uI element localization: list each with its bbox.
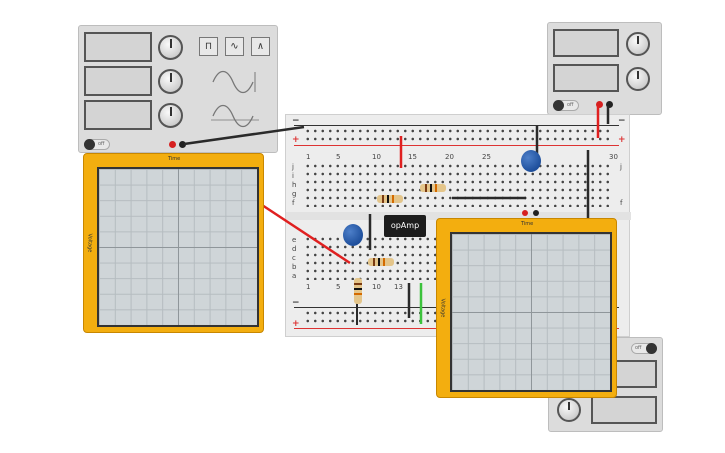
power-supply-bottom-toggle[interactable]: off [631, 343, 657, 354]
scope-screen [97, 167, 259, 327]
power-supply-top-toggle[interactable]: off [553, 100, 579, 111]
triangle-wave-button[interactable]: ∧ [251, 37, 270, 56]
power-supply-positive-terminal[interactable] [596, 101, 603, 108]
oscilloscope-left[interactable]: Time Voltage [83, 153, 264, 333]
sine-wave-button[interactable]: ∿ [225, 37, 244, 56]
amplitude-display [84, 66, 152, 96]
amplitude-diagram-icon [212, 70, 256, 94]
offset-display [84, 100, 152, 130]
scope-time-label: Time [521, 221, 534, 227]
resistor-3[interactable] [368, 258, 394, 266]
function-generator: ⊓ ∿ ∧ off [78, 25, 278, 153]
voltage-knob[interactable] [626, 32, 650, 56]
rail-plus-sign: + [618, 135, 626, 145]
resistor-1[interactable] [377, 195, 403, 203]
opamp-chip[interactable]: opAmp [384, 215, 426, 237]
function-generator-positive-terminal[interactable] [169, 141, 176, 148]
current-display [553, 64, 619, 92]
current-display [591, 396, 657, 424]
terminal-strip-top[interactable] [304, 162, 612, 207]
amplitude-knob[interactable] [158, 69, 183, 94]
power-supply-top: off [547, 22, 662, 115]
square-wave-icon: ⊓ [205, 41, 212, 52]
resistor-2[interactable] [420, 184, 446, 192]
rail-minus-sign: − [292, 116, 300, 126]
oscilloscope-right[interactable]: Time Voltage [436, 218, 617, 398]
wire-fg-to-rail [183, 125, 305, 146]
voltage-knob[interactable] [557, 398, 581, 422]
rail-plus-sign: + [292, 319, 300, 329]
capacitor-right[interactable] [521, 150, 541, 172]
voltage-display [553, 29, 619, 57]
column-numbers-bottom: 1 5 10 13 [306, 283, 403, 291]
scope-time-label: Time [168, 156, 181, 162]
rail-plus-sign: + [292, 135, 300, 145]
power-supply-negative-terminal[interactable] [606, 101, 613, 108]
capacitor-left[interactable] [343, 224, 363, 246]
resistor-4[interactable] [354, 278, 362, 304]
function-generator-negative-terminal[interactable] [179, 141, 186, 148]
sine-wave-icon: ∿ [230, 41, 239, 52]
column-numbers-top: 1 5 10 15 20 25 30 [306, 153, 618, 161]
current-knob[interactable] [626, 67, 650, 91]
triangle-wave-icon: ∧ [257, 41, 264, 52]
wire-scope-probe [261, 203, 351, 265]
scope-screen [450, 232, 612, 392]
scope-voltage-label: Voltage [439, 298, 446, 318]
rail-minus-sign: − [618, 116, 626, 126]
function-generator-power-toggle[interactable]: off [84, 139, 110, 150]
square-wave-button[interactable]: ⊓ [199, 37, 218, 56]
scope-voltage-label: Voltage [86, 233, 93, 253]
offset-diagram-icon [211, 104, 259, 128]
frequency-display [84, 32, 152, 62]
top-power-rail[interactable] [304, 127, 612, 145]
offset-knob[interactable] [158, 103, 183, 128]
rail-minus-sign: − [292, 298, 300, 308]
frequency-knob[interactable] [158, 35, 183, 60]
